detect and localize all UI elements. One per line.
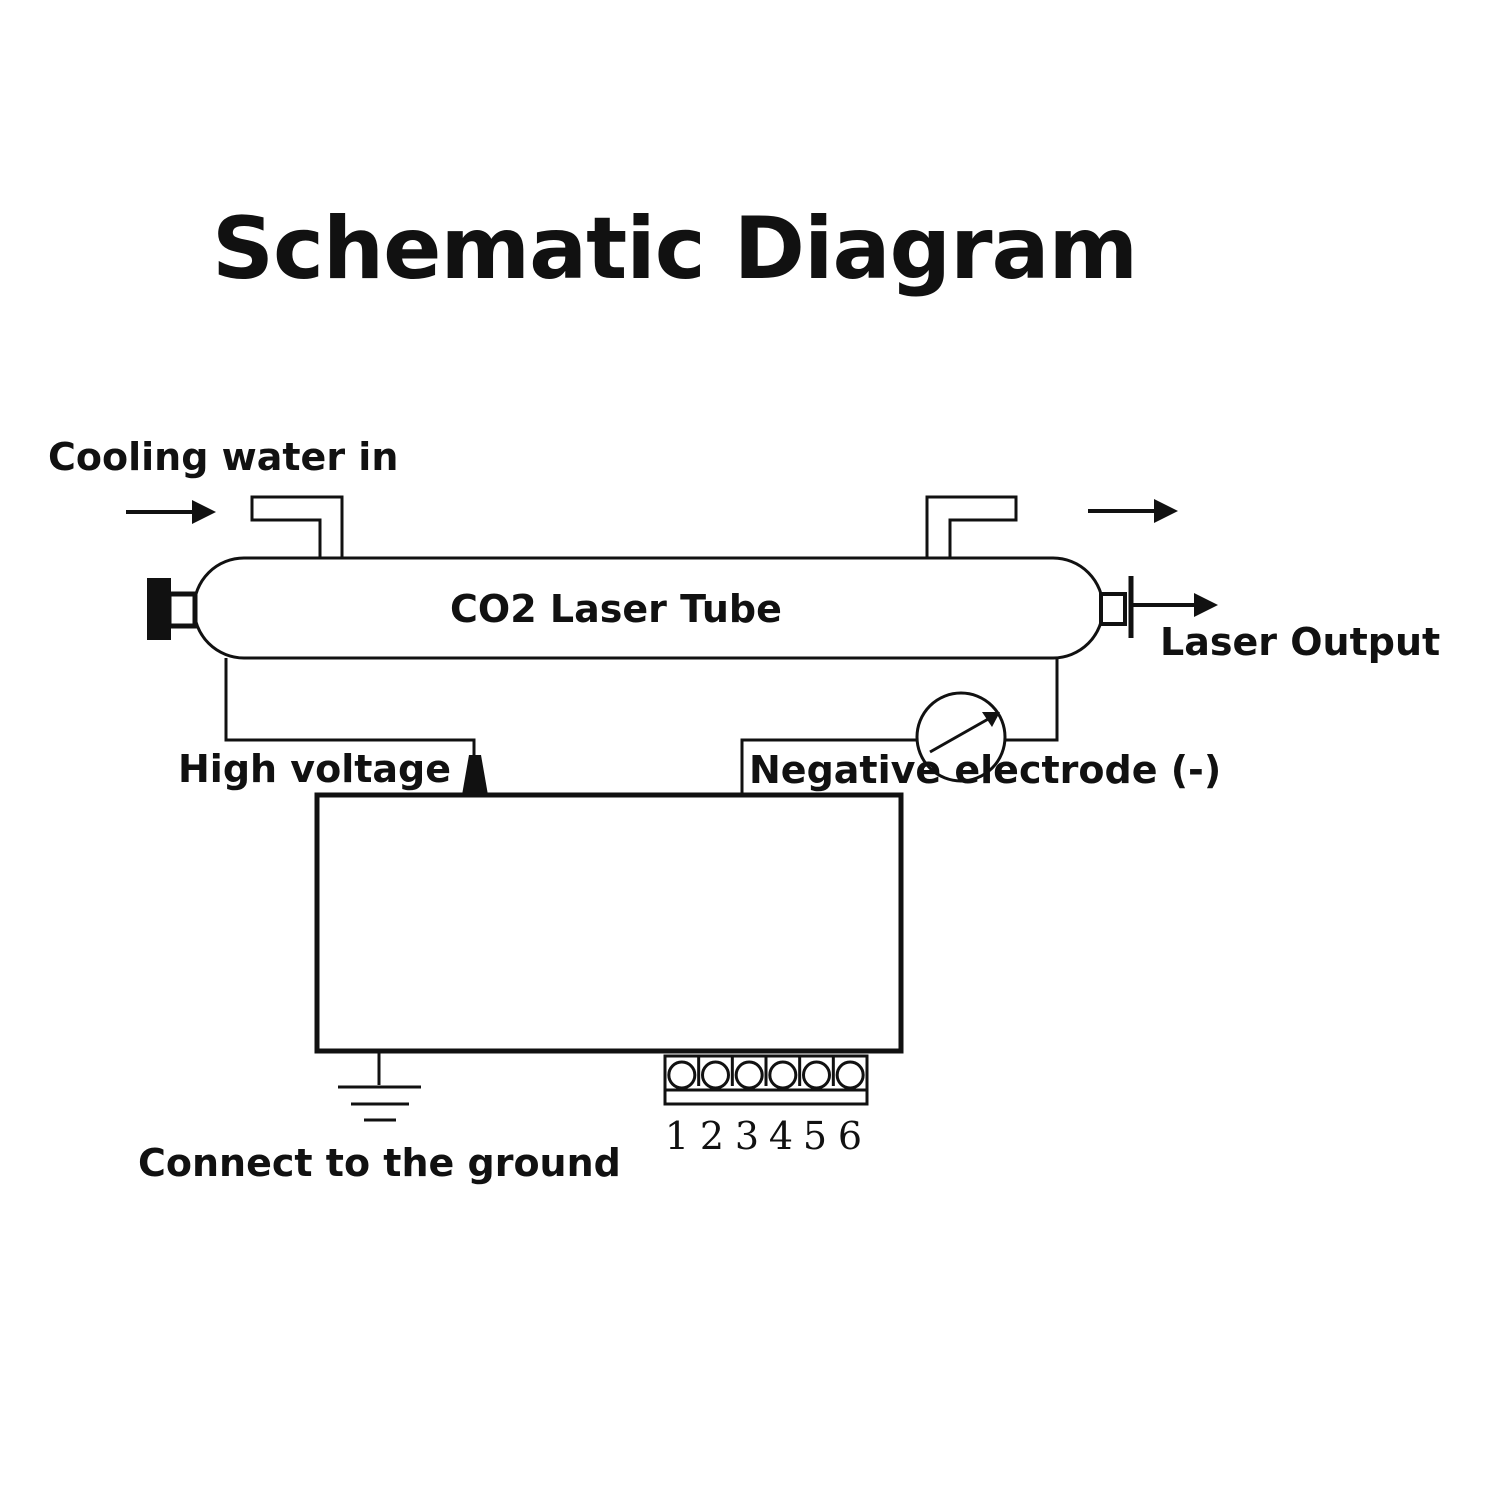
terminal-number: 5 <box>803 1114 827 1158</box>
output-window-cap <box>1099 576 1134 638</box>
screw-icon <box>734 1060 764 1090</box>
screw-icon <box>768 1060 798 1090</box>
terminal-3 <box>730 1056 764 1090</box>
screw-icon <box>835 1060 865 1090</box>
rear-mirror-cap <box>147 578 198 640</box>
high-voltage-wire <box>224 658 476 758</box>
water-inlet-pipe <box>250 495 344 558</box>
terminal-4 <box>764 1056 798 1090</box>
negative-electrode-wire <box>740 658 1059 795</box>
screw-icon <box>802 1060 831 1090</box>
terminal-1 <box>667 1060 697 1090</box>
page-title: Schematic Diagram <box>212 199 1137 299</box>
terminal-labels: 1 2 3 4 5 6 <box>665 1114 862 1158</box>
ammeter-icon <box>915 691 1007 783</box>
laser-output-arrow <box>1133 593 1218 617</box>
terminal-6 <box>831 1056 865 1090</box>
ground-label: Connect to the ground <box>138 1141 621 1185</box>
screw-icon <box>667 1060 697 1090</box>
terminal-number: 3 <box>735 1114 759 1158</box>
terminal-block <box>663 1054 869 1106</box>
cooling-water-in-label: Cooling water in <box>48 435 398 479</box>
terminal-number: 2 <box>700 1114 724 1158</box>
high-voltage-label: High voltage <box>178 747 451 791</box>
terminal-5 <box>798 1056 831 1090</box>
terminal-screws <box>665 1056 867 1092</box>
terminal-number: 6 <box>838 1114 862 1158</box>
negative-electrode-label: Negative electrode (-) <box>749 748 1221 792</box>
terminal-number: 1 <box>665 1114 689 1158</box>
high-voltage-terminal <box>462 755 488 795</box>
terminal-number: 4 <box>769 1114 793 1158</box>
water-out-arrow <box>1088 499 1178 523</box>
water-in-arrow <box>126 500 216 524</box>
power-supply-box <box>314 792 904 1054</box>
screw-icon <box>701 1060 730 1090</box>
laser-output-label: Laser Output <box>1160 620 1440 664</box>
ground-icon <box>338 1051 421 1122</box>
water-outlet-pipe <box>925 495 1018 558</box>
tube-label: CO2 Laser Tube <box>450 587 782 631</box>
terminal-2 <box>697 1056 730 1090</box>
